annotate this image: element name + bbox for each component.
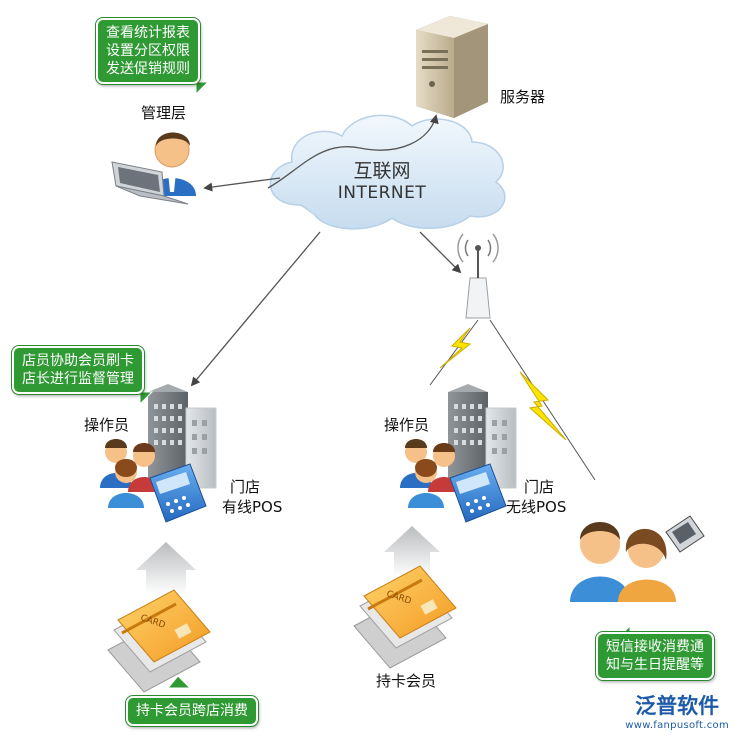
cloud-to-antenna-line	[419, 231, 462, 274]
store-left-bubble-line: 店长进行监督管理	[22, 371, 134, 387]
store-left-label: 门店 有线POS	[222, 477, 282, 517]
member-cards-left: CARD	[107, 589, 211, 693]
brand-watermark: 泛普软件 www.fanpusoft.com	[625, 690, 729, 731]
management-label: 管理层	[141, 104, 187, 122]
member-cards-right: CARD	[353, 565, 457, 669]
store-left-store-line: 门店	[230, 478, 261, 496]
internet-cloud	[269, 114, 506, 230]
cloud-to-management-line	[203, 177, 281, 192]
lightning-bolts	[439, 327, 567, 441]
management-bubble-line: 发送促销规则	[106, 61, 190, 77]
store-left-operator-label: 操作员	[84, 416, 130, 434]
server-icon	[416, 16, 488, 118]
brand-url: www.fanpusoft.com	[625, 720, 729, 731]
store-right-store-line: 门店	[524, 478, 555, 496]
members-with-phone-icon	[570, 515, 705, 602]
cloud-to-server-line	[267, 114, 439, 189]
internet-label: 互联网 INTERNET	[282, 156, 482, 203]
store-left-bubble: 店员协助会员刷卡 店长进行监督管理	[12, 346, 144, 394]
store-right-label: 门店 无线POS	[506, 477, 566, 517]
store-left-pos-line: 有线POS	[222, 498, 283, 516]
store-left-bubble-line: 店员协助会员刷卡	[22, 353, 134, 369]
card-left-bubble: 持卡会员跨店消费	[126, 696, 258, 726]
internet-label-en: INTERNET	[337, 183, 427, 203]
server-label: 服务器	[500, 88, 546, 106]
wireless-antenna-icon	[457, 233, 499, 319]
antenna-to-store-right-line	[429, 319, 479, 386]
members-bubble-line: 短信接收消费通	[606, 639, 704, 655]
management-bubble-line: 设置分区权限	[106, 43, 190, 59]
brand-name: 泛普软件	[635, 694, 720, 718]
connections	[190, 114, 596, 481]
store-right-operator-label: 操作员	[384, 416, 430, 434]
card-right-label: 持卡会员	[376, 672, 437, 690]
members-bubble-line: 知与生日提醒等	[606, 657, 704, 673]
management-bubble: 查看统计报表 设置分区权限 发送促销规则	[96, 18, 200, 84]
manager-with-laptop-icon	[111, 132, 196, 205]
internet-label-cn: 互联网	[353, 160, 411, 182]
store-left-graphics	[100, 384, 217, 595]
store-right-graphics	[384, 384, 517, 577]
store-right-pos-line: 无线POS	[506, 498, 567, 516]
members-bubble: 短信接收消费通 知与生日提醒等	[596, 632, 714, 680]
cloud-to-store-left-line	[190, 231, 321, 387]
management-bubble-line: 查看统计报表	[106, 25, 190, 41]
